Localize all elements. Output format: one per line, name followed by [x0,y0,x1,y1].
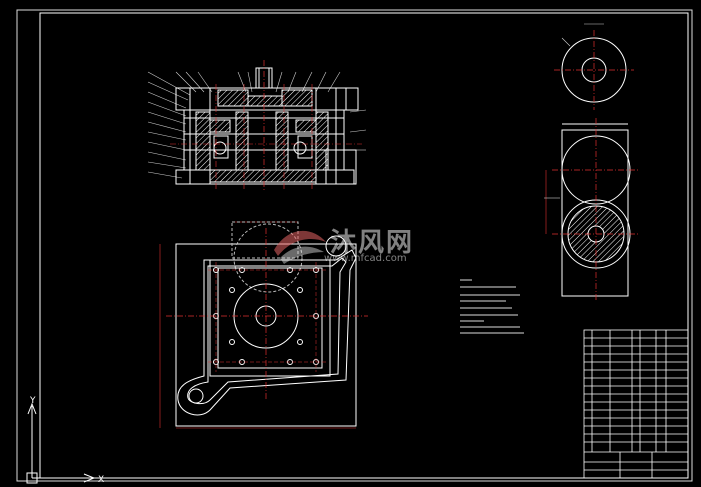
title-block [584,452,688,478]
watermark-logo-icon [274,230,326,264]
parts-list-table[interactable] [583,329,689,479]
ucs-y-label: Y [29,396,36,406]
watermark: 沐风网 www.mfcad.com [268,222,438,266]
ucs-icon [26,402,96,484]
watermark-brand: 沐风网 [330,228,415,258]
inner-frame [39,12,689,479]
top-plan-view[interactable] [159,221,368,429]
ucs-x-label: X [98,475,104,485]
front-section-view[interactable] [147,60,367,190]
detail-view-side-section[interactable] [544,118,640,300]
technical-notes [460,279,524,334]
watermark-url: www.mfcad.com [324,253,407,264]
detail-view-top-circle[interactable] [554,23,634,110]
parts-list-rows [584,337,688,453]
outer-frame [16,9,693,482]
